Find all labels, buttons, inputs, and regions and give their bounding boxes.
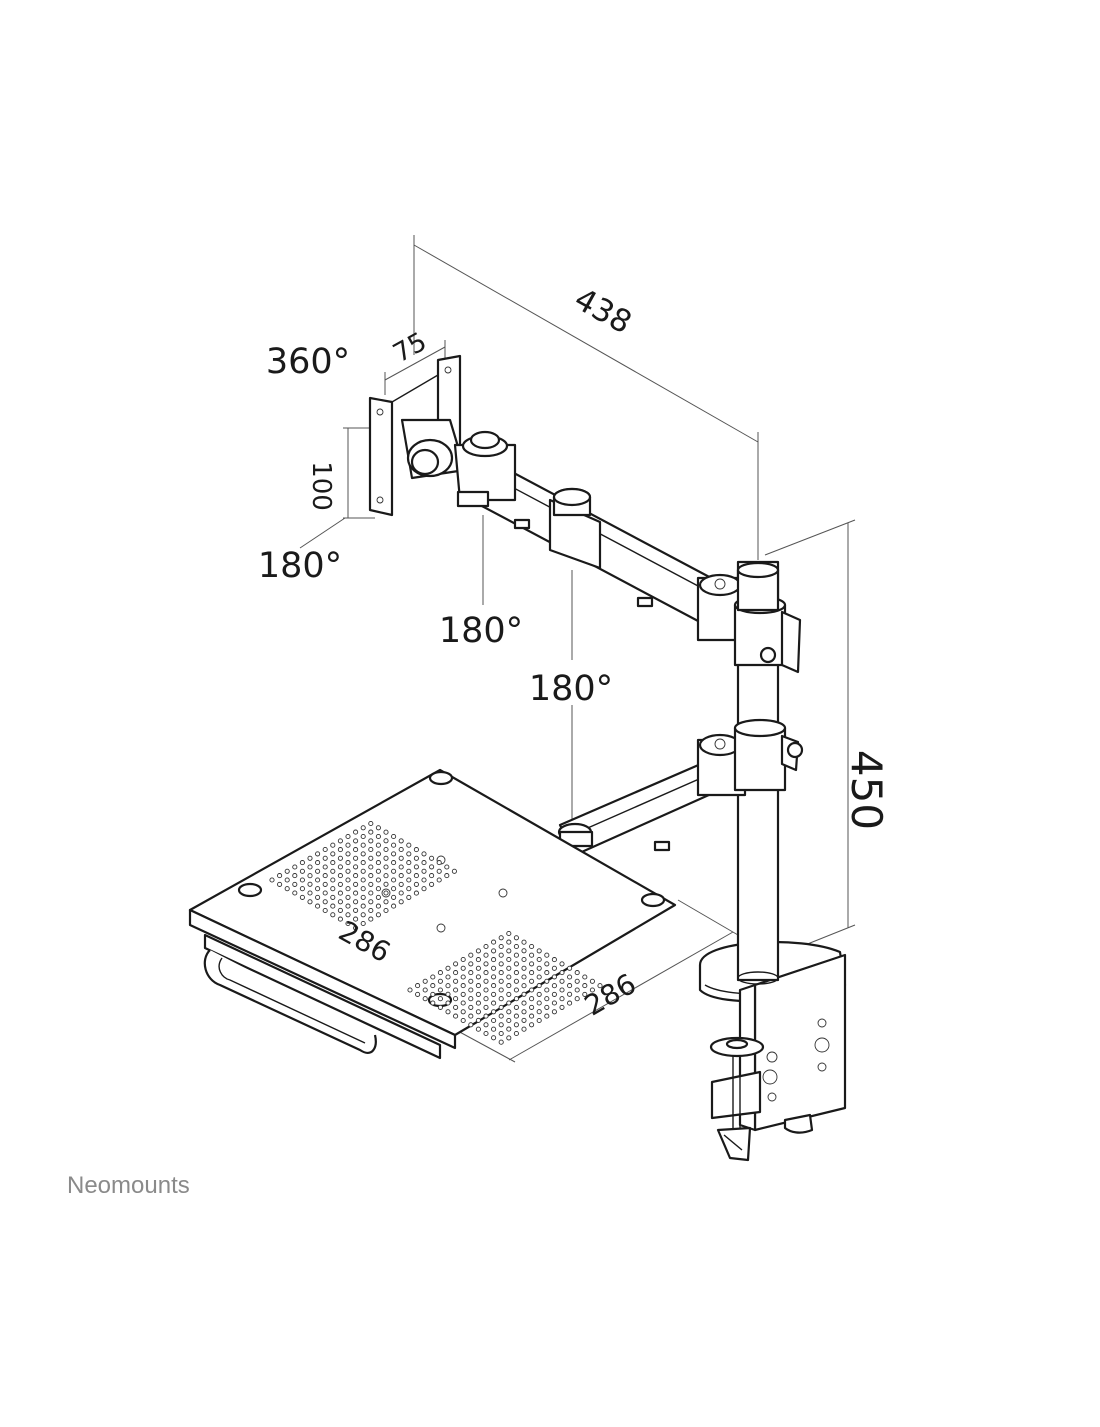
- brand-logo: Neomounts: [67, 1172, 190, 1199]
- tray-ventilation-grid-back: [269, 820, 457, 931]
- vesa-head: [368, 354, 517, 517]
- lower-arm: [557, 718, 804, 857]
- vesa-width-label: 75: [388, 327, 431, 369]
- arm-length-label: 438: [568, 281, 637, 341]
- angle-labels: 360° 180° 180° 180°: [258, 342, 613, 709]
- upper-arm: [478, 453, 802, 674]
- arm-joint-1-label: 180°: [439, 611, 523, 651]
- vesa-height-label: 100: [306, 461, 336, 511]
- desk-clamp: [698, 940, 847, 1162]
- arm-joint-2-label: 180°: [529, 669, 613, 709]
- vesa-tilt-label: 180°: [258, 546, 342, 586]
- tray-ventilation-grid-front: [407, 930, 603, 1045]
- laptop-tray: [188, 768, 677, 1060]
- vesa-rotation-label: 360°: [266, 342, 350, 382]
- pole-height-label: 450: [842, 750, 891, 830]
